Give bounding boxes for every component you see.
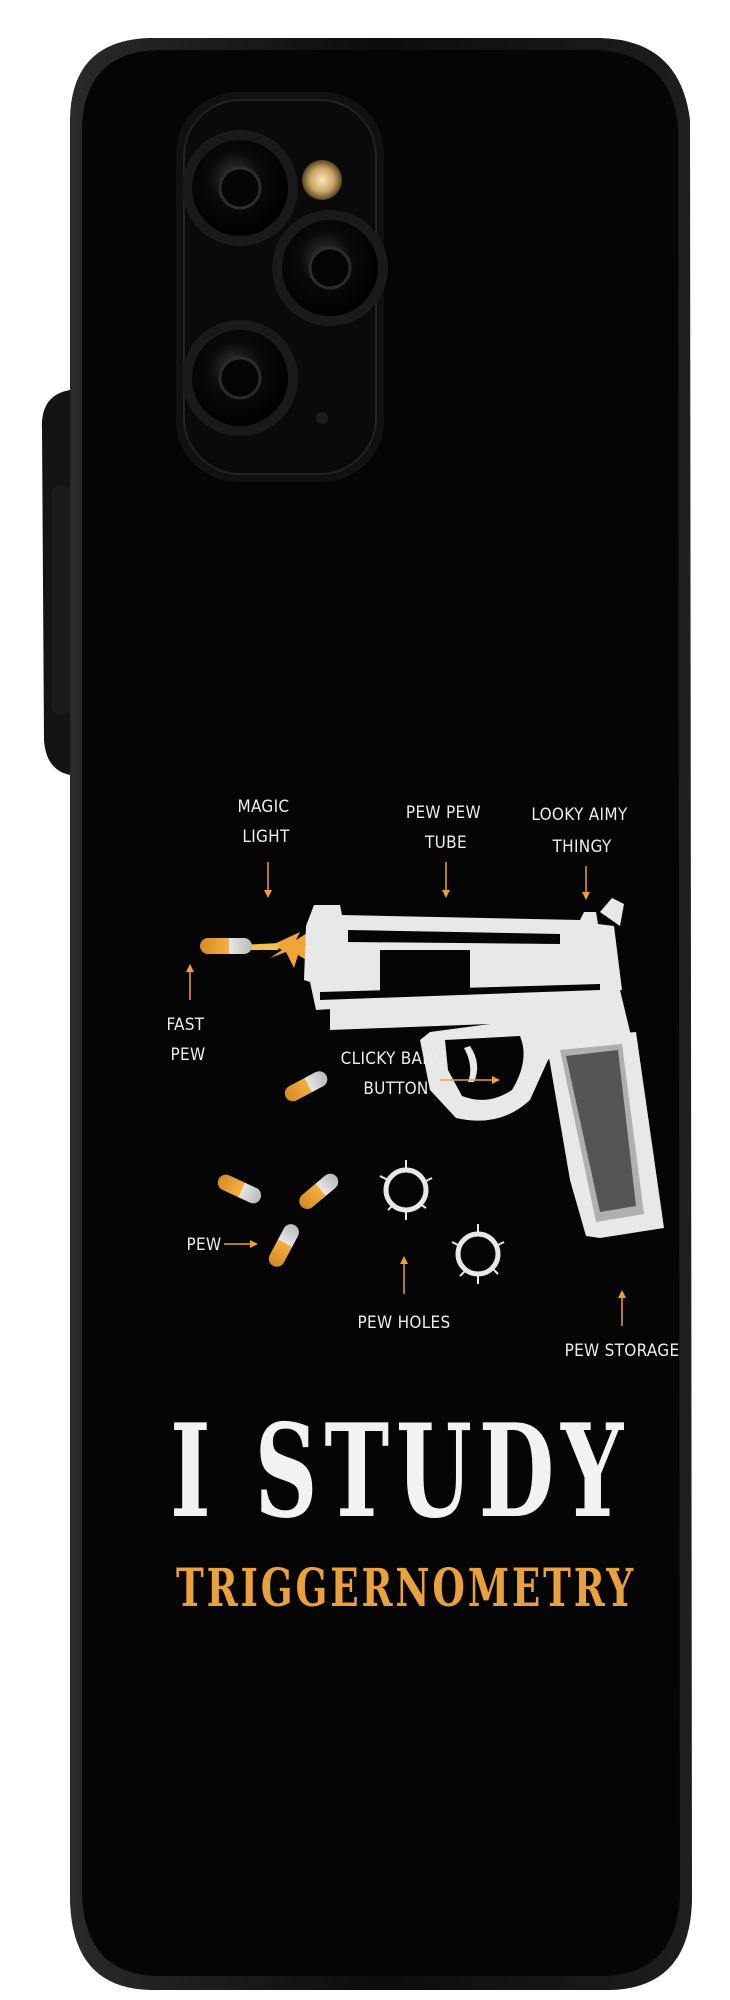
side-button — [52, 485, 70, 715]
label-pew-storage: PEW STORAGE — [565, 1341, 680, 1361]
label-pew-pew-tube: PEW PEW TUBE — [406, 803, 486, 853]
bullet-hole-2 — [451, 1224, 505, 1284]
bullet-2 — [217, 1174, 262, 1204]
callout-arrows — [186, 862, 626, 1326]
callout-labels: MAGIC LIGHT PEW PEW TUBE LOOKY AIMY THIN… — [166, 797, 679, 1361]
pistol-hammer — [600, 898, 624, 926]
bullet-holes — [379, 1160, 505, 1284]
bullet-hole-1 — [379, 1160, 433, 1220]
bullet-1 — [284, 1071, 328, 1102]
headline: I STUDY — [170, 1397, 630, 1547]
microphone-hole — [316, 412, 328, 424]
label-magic-light: MAGIC LIGHT — [237, 797, 294, 847]
bullet-3 — [299, 1173, 339, 1209]
label-looky-aimy-thingy: LOOKY AIMY THINGY — [531, 805, 632, 857]
camera-module — [176, 92, 388, 482]
bullet-4 — [268, 1224, 299, 1267]
label-clicky-bang-button: CLICKY BANG BUTTON — [341, 1049, 452, 1099]
camera-flash — [302, 160, 342, 200]
label-pew: PEW — [187, 1235, 222, 1255]
subheadline: TRIGGERNOMETRY — [176, 1558, 636, 1619]
label-fast-pew: FAST PEW — [166, 1015, 209, 1065]
label-pew-holes: PEW HOLES — [358, 1313, 451, 1333]
pistol-trigger — [464, 1046, 478, 1082]
bullet-fast — [200, 938, 252, 954]
bullets — [200, 938, 339, 1267]
